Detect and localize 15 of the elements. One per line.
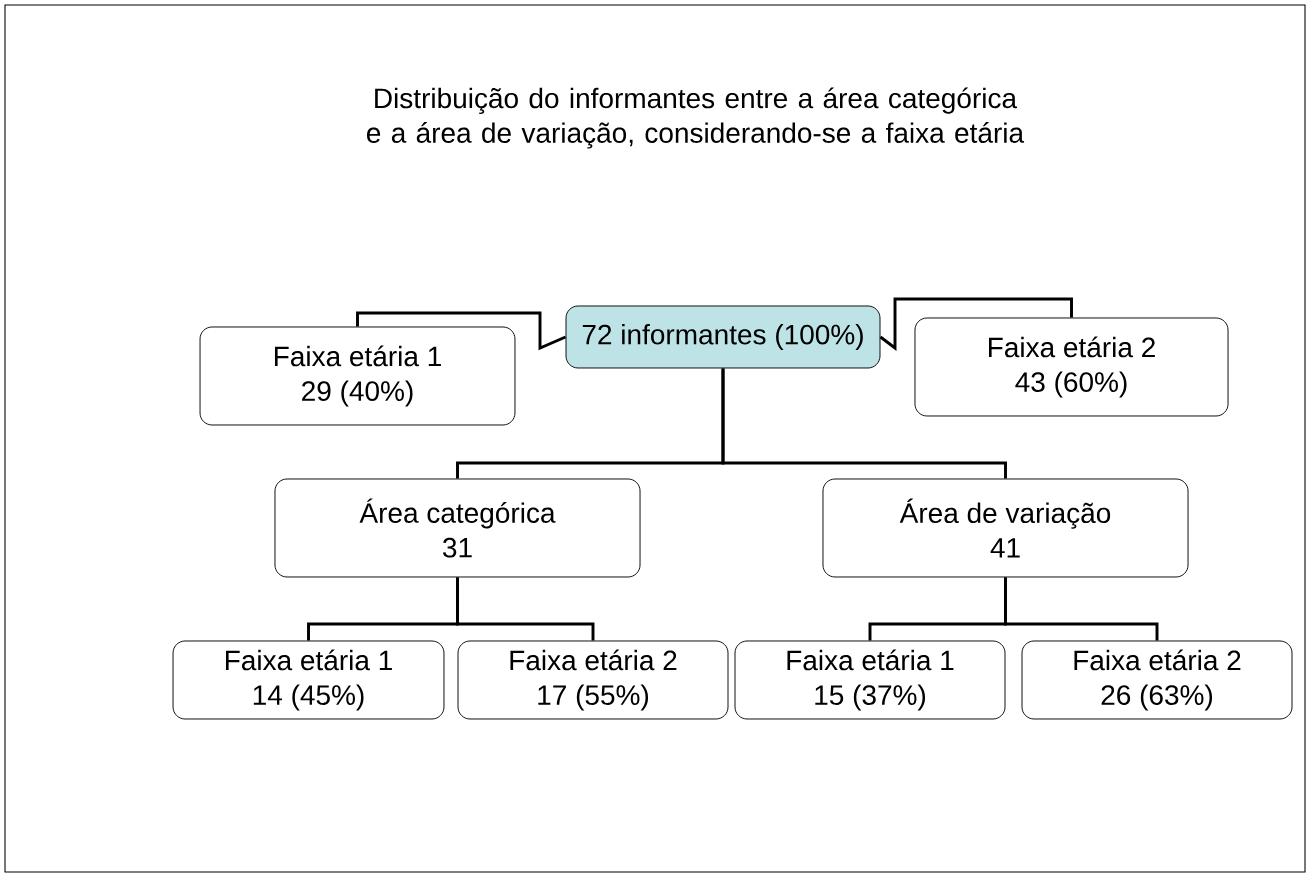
connector-line bbox=[879, 297, 1073, 351]
connector-line bbox=[1004, 577, 1159, 641]
tree-box: Faixa etária 2 43 (60%) bbox=[914, 317, 1229, 417]
connector-line bbox=[456, 577, 595, 641]
tree-box: Área categórica 31 bbox=[274, 478, 641, 578]
title: Distribuição do informantes entre a área categórica e a área de variação, considerando-se a faixa etária bbox=[367, 87, 1025, 149]
tree-box: Faixa etária 1 15 (37%) bbox=[734, 640, 1006, 720]
connector-line bbox=[721, 368, 1007, 479]
connector-line bbox=[356, 311, 567, 351]
tree-box: 72 informantes (100%) bbox=[565, 305, 881, 369]
tree-box: Faixa etária 1 29 (40%) bbox=[199, 326, 516, 426]
tree-box: Faixa etária 2 17 (55%) bbox=[457, 640, 729, 720]
tree-box: Faixa etária 2 26 (63%) bbox=[1021, 640, 1293, 720]
tree-box: Área de variação 41 bbox=[822, 478, 1189, 578]
tree-box: Faixa etária 1 14 (45%) bbox=[172, 640, 445, 720]
